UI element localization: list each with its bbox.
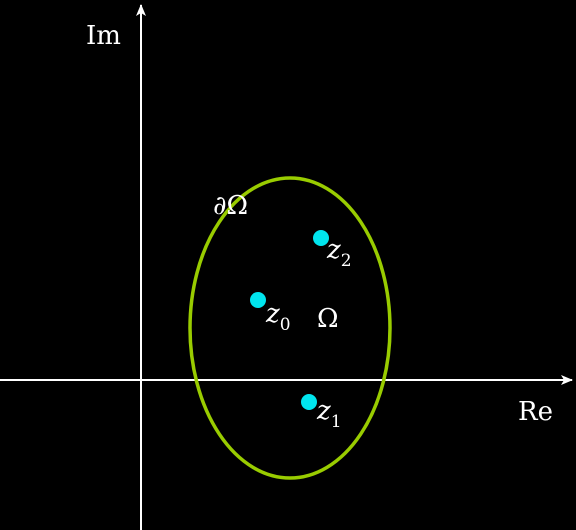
point-z1-label: z1 (316, 396, 342, 432)
point-z0-name: z (265, 299, 280, 329)
point-z1 (301, 394, 317, 410)
boundary-label: ∂Ω (213, 191, 248, 221)
point-z0-label: z0 (265, 299, 291, 335)
point-z0-subscript: 0 (280, 315, 291, 335)
real-axis-label: Re (518, 397, 553, 427)
point-z2-name: z (326, 235, 341, 265)
point-z0 (250, 292, 266, 308)
point-z1-name: z (316, 396, 331, 426)
point-z2-subscript: 2 (341, 251, 352, 271)
point-z2-label: z2 (326, 235, 352, 271)
point-z1-subscript: 1 (331, 412, 342, 432)
region-boundary-ellipse (188, 176, 392, 480)
imaginary-axis-label: Im (86, 21, 121, 51)
region-label: Ω (317, 304, 339, 334)
point-z2 (313, 230, 329, 246)
